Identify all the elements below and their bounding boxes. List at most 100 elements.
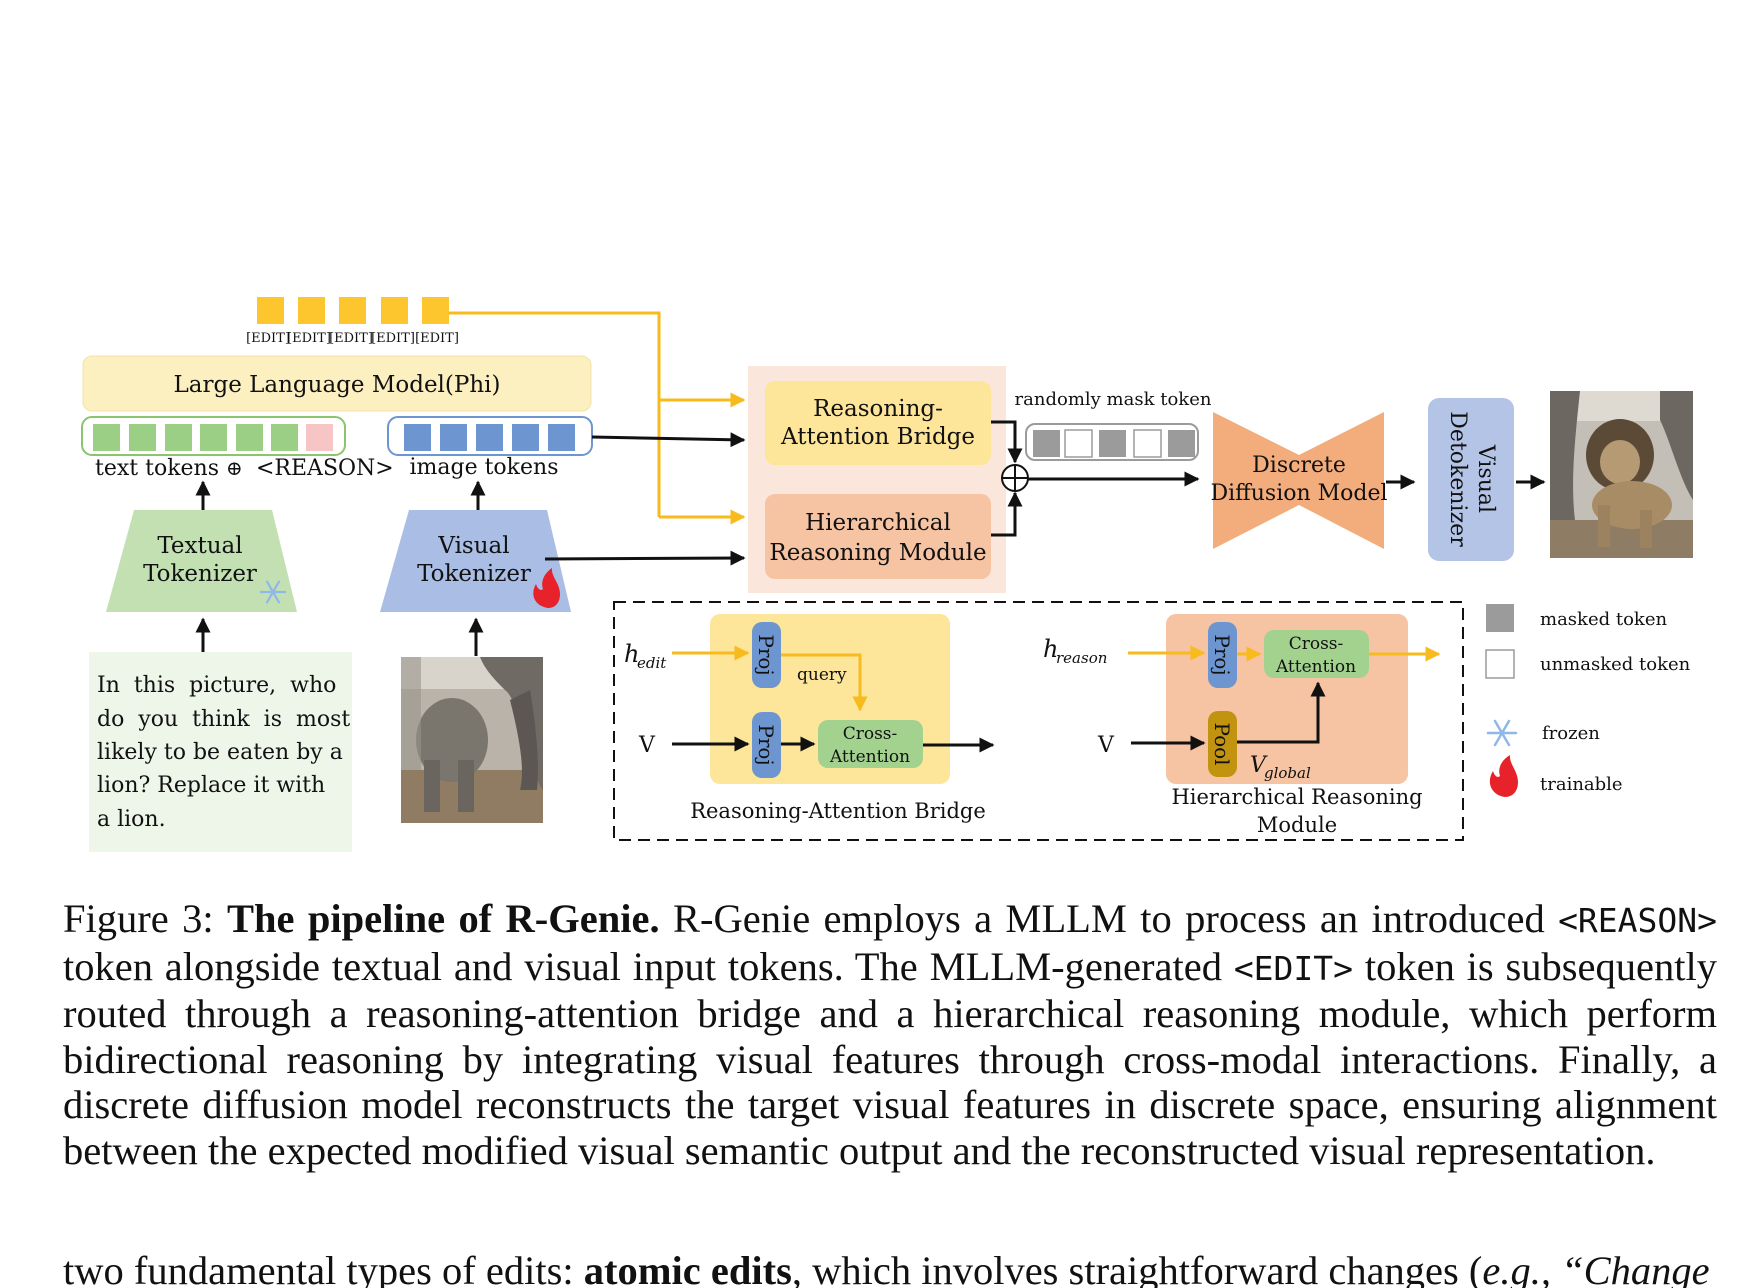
pool-block — [1208, 711, 1237, 777]
image-token — [512, 424, 539, 451]
prompt-line: likely to be eaten by a — [97, 740, 343, 765]
flame-icon — [533, 568, 560, 608]
cross-attention-block — [818, 720, 923, 768]
text-token — [93, 424, 120, 451]
visual-tokenizer — [380, 510, 571, 612]
legend-unmasked-label: unmasked token — [1540, 654, 1691, 675]
caption-text: R-Genie employs a MLLM to process an int… — [659, 896, 1559, 941]
v-global-subscript: global — [1264, 764, 1311, 782]
arrow-hrm-to-sum — [991, 491, 1023, 537]
mask-label: randomly mask token — [1015, 389, 1212, 410]
h-edit-subscript: edit — [637, 654, 667, 672]
reason-label: <REASON> — [256, 456, 394, 481]
edit-token — [257, 297, 284, 324]
caption-edit-code: <EDIT> — [1233, 948, 1354, 988]
arrow-image-tokens-to-panel — [591, 432, 746, 448]
masked-token — [1168, 430, 1195, 457]
proj-block — [1208, 622, 1237, 688]
proj-block — [752, 622, 781, 688]
legend-masked-label: masked token — [1540, 609, 1667, 630]
edit-token — [298, 297, 325, 324]
visual-tokenizer-label-2: Tokenizer — [417, 561, 531, 587]
v-symbol: V — [638, 733, 656, 758]
text-tokens-label: text tokens — [95, 456, 219, 481]
text-token — [129, 424, 156, 451]
image-token-row — [404, 424, 575, 451]
text-token — [236, 424, 263, 451]
caption-text: token alongside textual and visual input… — [63, 943, 1234, 989]
edit-routing-arrows — [449, 311, 746, 525]
rab-label-1: Reasoning- — [813, 396, 943, 422]
edit-token-label: [EDIT] — [329, 331, 373, 346]
llm-box — [82, 355, 592, 412]
oplus-icon — [1001, 464, 1029, 492]
snowflake-icon — [259, 580, 287, 604]
image-token — [404, 424, 431, 451]
hrm-detail-caption-1: Hierarchical Reasoning — [1171, 785, 1422, 809]
text-token — [271, 424, 298, 451]
body-text: , which involves straightforward changes… — [791, 1248, 1483, 1288]
visual-tokenizer-label-1: Visual — [437, 533, 509, 559]
cross-attention-label-1: Cross- — [843, 724, 898, 744]
cross-attention-label-2: Attention — [1275, 657, 1356, 677]
body-text: two fundamental types of edits: — [63, 1248, 584, 1288]
unmasked-token — [1133, 429, 1162, 458]
figure-caption: Figure 3: The pipeline of R-Genie. R-Gen… — [63, 896, 1717, 1173]
diffusion-label-1: Discrete — [1252, 453, 1346, 478]
edit-token-label: [EDIT] — [246, 331, 290, 346]
caption-reason-code: <REASON> — [1558, 901, 1718, 940]
rab-label-2: Attention Bridge — [780, 424, 975, 450]
edit-token — [381, 297, 408, 324]
output-image — [1550, 391, 1693, 558]
textual-tokenizer-label-1: Textual — [157, 533, 242, 559]
hrm-detail-caption-2: Module — [1257, 813, 1337, 837]
caption-text: token is subsequently routed through a r… — [63, 943, 1717, 1173]
prompt-box — [89, 652, 352, 852]
textual-tokenizer — [106, 510, 297, 612]
pipeline-figure: [EDIT] [EDIT] [EDIT] [EDIT] [EDIT] Large… — [81, 297, 1693, 852]
llm-label: Large Language Model(Phi) — [174, 372, 501, 398]
image-token — [440, 424, 467, 451]
body-italic-text: e.g., “Change — [1482, 1248, 1710, 1288]
prompt-line: a lion. — [97, 807, 166, 832]
unmasked-token — [1064, 429, 1093, 458]
input-image — [401, 657, 543, 823]
cross-attention-block — [1264, 630, 1369, 678]
diffusion-model — [1213, 412, 1384, 549]
masked-token — [1099, 430, 1126, 457]
caption-title: The pipeline of R-Genie. — [226, 896, 660, 941]
h-reason-subscript: reason — [1056, 649, 1107, 667]
visual-detokenizer — [1428, 398, 1514, 561]
reason-token — [306, 424, 333, 451]
caption-figure-label: Figure 3: — [63, 896, 214, 941]
cross-attention-label-2: Attention — [829, 747, 910, 767]
edit-token-label: [EDIT] — [287, 331, 331, 346]
prompt-line: In this picture, who — [97, 673, 336, 698]
hrm-label-1: Hierarchical — [805, 510, 951, 536]
arrow-rab-to-sum — [991, 420, 1023, 464]
cross-attention-label-1: Cross- — [1289, 634, 1344, 654]
proj-label: Proj — [754, 634, 778, 675]
body-text-continuation: two fundamental types of edits: atomic e… — [63, 1248, 1717, 1288]
image-tokens-label: image tokens — [409, 455, 558, 480]
query-label: query — [797, 665, 847, 685]
proj-label: Proj — [1210, 634, 1234, 675]
text-token-row — [93, 424, 333, 451]
detokenizer-label-2: Detokenizer — [1445, 411, 1470, 547]
proj-label: Proj — [754, 724, 778, 765]
v-symbol: V — [1097, 733, 1115, 758]
rab-box — [765, 381, 991, 465]
body-bold-text: atomic edits — [583, 1248, 792, 1288]
text-token — [165, 424, 192, 451]
prompt-line: lion? Replace it with — [97, 773, 325, 798]
proj-block — [752, 712, 781, 778]
edit-token-label: [EDIT] — [371, 331, 415, 346]
rab-detail-caption: Reasoning-Attention Bridge — [690, 799, 986, 823]
pool-label: Pool — [1210, 722, 1234, 765]
text-token — [200, 424, 227, 451]
legend-masked-swatch — [1486, 604, 1514, 632]
textual-tokenizer-label-2: Tokenizer — [143, 561, 257, 587]
h-reason-symbol: h — [1043, 635, 1058, 663]
snowflake-icon — [1486, 719, 1518, 747]
image-token — [476, 424, 503, 451]
